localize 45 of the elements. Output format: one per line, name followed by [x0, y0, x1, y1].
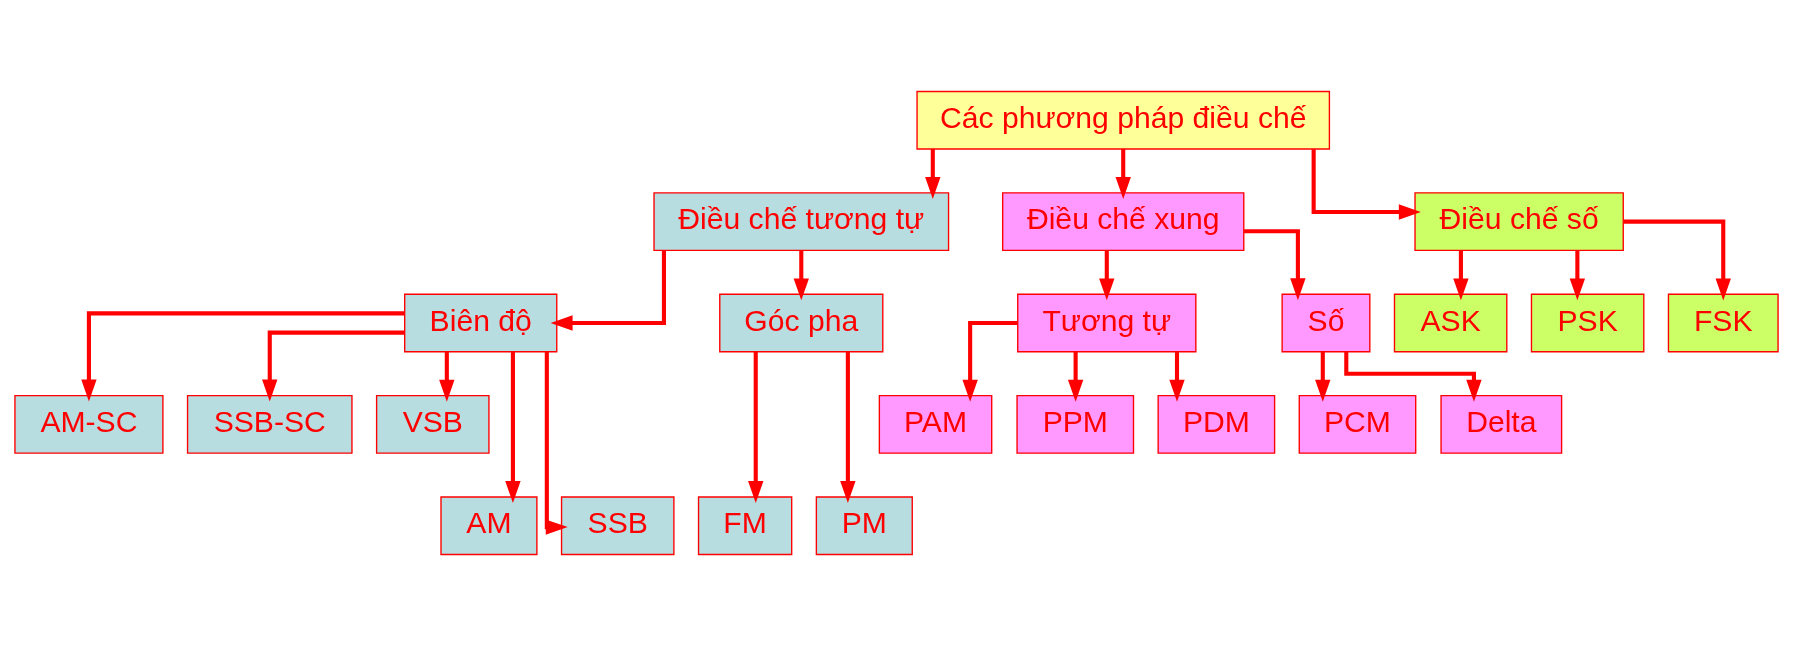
arrow	[1453, 249, 1469, 300]
node-box: SSB-SC	[186, 394, 353, 454]
arrow	[1169, 351, 1185, 402]
node-box: PCM	[1298, 394, 1417, 454]
arrow	[925, 148, 941, 199]
arrow	[1569, 249, 1586, 300]
node-box: Điều chế số	[1414, 191, 1624, 251]
node-box: SSB	[560, 495, 675, 555]
node-box: Điều chế xung	[1002, 191, 1245, 251]
node-box: Số	[1281, 293, 1371, 352]
arrow	[544, 351, 568, 535]
node-box: Biên độ	[404, 293, 558, 352]
node-box: Góc pha	[719, 293, 884, 352]
arrow	[1115, 148, 1131, 199]
arrow	[81, 310, 405, 401]
arrow	[1623, 219, 1731, 300]
node-box: Tương tự	[1017, 293, 1197, 352]
arrow	[505, 351, 521, 503]
arrow	[1067, 351, 1084, 402]
arrow	[439, 351, 455, 402]
node-box: Các phương pháp điều chế	[916, 90, 1331, 150]
arrow	[962, 320, 1018, 402]
node-box: VSB	[375, 394, 490, 454]
node-box: FM	[697, 495, 793, 555]
arrow	[793, 249, 809, 300]
arrow	[1244, 228, 1306, 300]
arrow	[1315, 351, 1331, 402]
arrow	[262, 330, 405, 402]
node-box: ASK	[1393, 293, 1508, 352]
node-box: AM-SC	[14, 394, 164, 454]
arrow	[840, 351, 856, 503]
arrow	[748, 351, 764, 503]
arrow	[1344, 351, 1482, 402]
node-box: FSK	[1667, 293, 1779, 352]
node-box: PM	[815, 495, 913, 555]
node-box: PSK	[1530, 293, 1645, 352]
node-box: Điều chế tương tự	[653, 191, 950, 251]
arrow	[1099, 249, 1115, 300]
node-box: Delta	[1440, 394, 1563, 454]
node-box: PAM	[878, 394, 993, 454]
node-box: PPM	[1016, 394, 1135, 454]
arrow	[1311, 148, 1421, 220]
arrow	[550, 249, 666, 331]
node-box: PDM	[1157, 394, 1276, 454]
node-box: AM	[440, 495, 538, 555]
